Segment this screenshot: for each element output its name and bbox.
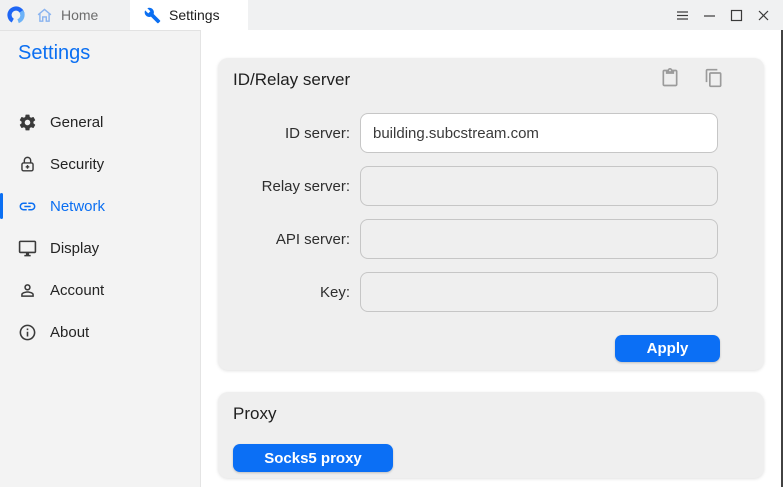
settings-content: ID/Relay server ID server: [201,30,783,487]
sidebar-item-general[interactable]: General [0,101,200,143]
sidebar-item-about[interactable]: About [0,311,200,353]
id-server-input[interactable] [360,113,718,153]
copy-icon[interactable] [704,68,724,88]
sidebar-item-label: About [50,323,90,341]
sidebar-item-label: Network [50,197,106,215]
sidebar-title: Settings [18,42,91,64]
sidebar-item-display[interactable]: Display [0,227,200,269]
key-label: Key: [319,283,350,301]
api-server-label: API server: [275,230,350,248]
form-row-api-server: API server: [233,219,749,259]
link-icon [18,197,37,216]
person-icon [18,281,37,300]
monitor-icon [18,239,37,258]
tab-settings[interactable]: Settings [130,0,248,30]
card-header-actions [660,68,724,88]
id-relay-server-card: ID/Relay server ID server: [218,58,764,370]
close-icon [758,10,769,20]
sidebar-menu: General Security [0,101,200,353]
socks5-proxy-button[interactable]: Socks5 proxy [233,444,393,472]
tab-settings-label: Settings [169,7,220,23]
window-controls [669,0,777,30]
sidebar-item-account[interactable]: Account [0,269,200,311]
sidebar-item-label: General [50,113,104,131]
maximize-icon [730,9,743,21]
close-button[interactable] [750,0,777,30]
home-icon [36,7,53,24]
sidebar-item-label: Account [50,281,105,299]
lock-icon [18,155,37,174]
proxy-title: Proxy [233,404,277,423]
info-icon [18,323,37,342]
window-right-edge [781,30,783,487]
sidebar-item-security[interactable]: Security [0,143,200,185]
settings-sidebar: Settings General [0,30,201,487]
proxy-card: Proxy Socks5 proxy [218,392,764,478]
maximize-button[interactable] [723,0,750,30]
paste-icon[interactable] [660,68,680,88]
sidebar-item-network[interactable]: Network [0,185,200,227]
api-server-input[interactable] [360,219,718,259]
relay-server-input[interactable] [360,166,718,206]
server-form: ID server: Relay server: API server: Key… [233,113,749,325]
id-server-label: ID server: [284,124,350,142]
relay-server-label: Relay server: [261,177,350,195]
minimize-icon [704,14,715,17]
apply-button[interactable]: Apply [615,335,720,362]
menu-button[interactable] [669,0,696,30]
title-bar: Home Settings [0,0,783,30]
app-logo-icon [6,5,26,25]
form-row-relay-server: Relay server: [233,166,749,206]
sidebar-item-label: Display [50,239,100,257]
form-row-key: Key: [233,272,749,312]
form-row-id-server: ID server: [233,113,749,153]
minimize-button[interactable] [696,0,723,30]
gear-icon [18,113,37,132]
tab-home[interactable]: Home [36,0,98,30]
key-input[interactable] [360,272,718,312]
sidebar-item-label: Security [50,155,105,173]
wrench-icon [144,7,161,24]
card-title: ID/Relay server [233,70,351,89]
tab-home-label: Home [61,7,99,23]
hamburger-icon [677,10,688,20]
